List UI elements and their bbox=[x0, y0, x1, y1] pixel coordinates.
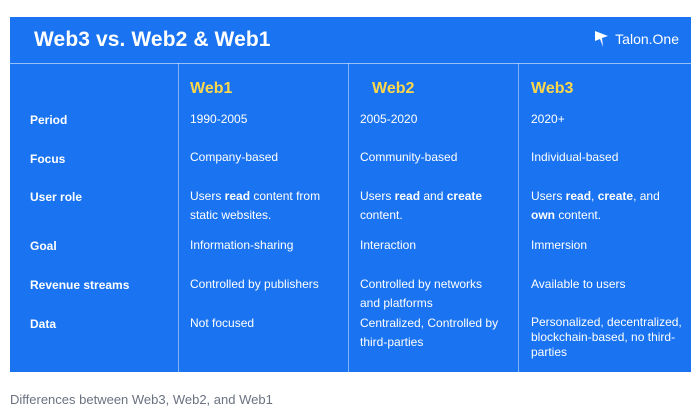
cell-goal-web2: Interaction bbox=[360, 238, 417, 252]
cell-revenue-web2: Controlled by networks and platforms bbox=[360, 277, 483, 310]
column-header-web3: Web3 bbox=[531, 80, 574, 97]
row-label-user-role: User role bbox=[30, 190, 83, 204]
card-header: Web3 vs. Web2 & Web1 Talon.One bbox=[10, 17, 691, 64]
column-divider bbox=[178, 63, 179, 372]
cell-focus-web1: Company-based bbox=[190, 150, 279, 164]
cell-focus-web2: Community-based bbox=[360, 150, 458, 164]
cell-data-web1: Not focused bbox=[190, 316, 255, 330]
cell-period-web2: 2005-2020 bbox=[360, 112, 418, 126]
column-divider bbox=[348, 63, 349, 372]
row-label-revenue-streams: Revenue streams bbox=[30, 278, 130, 292]
cell-revenue-web1: Controlled by publishers bbox=[190, 277, 319, 291]
cell-user-role-web1: Users read content from static websites. bbox=[190, 189, 321, 222]
cell-period-web3: 2020+ bbox=[531, 112, 565, 126]
figure-caption: Differences between Web3, Web2, and Web1 bbox=[10, 392, 273, 407]
cell-user-role-web2: Users read and create content. bbox=[360, 189, 483, 222]
row-label-goal: Goal bbox=[30, 239, 57, 253]
cell-period-web1: 1990-2005 bbox=[190, 112, 248, 126]
cell-focus-web3: Individual-based bbox=[531, 150, 619, 164]
cell-user-role-web3: Users read, create, and own content. bbox=[531, 189, 660, 222]
talon-one-logo-icon bbox=[595, 31, 609, 47]
comparison-card: Web3 vs. Web2 & Web1 Talon.One Web1 Web2… bbox=[10, 17, 691, 372]
row-label-focus: Focus bbox=[30, 152, 66, 166]
cell-data-web2: Centralized, Controlled by third-parties bbox=[360, 316, 499, 349]
cell-data-web3: Personalized, decentralized, blockchain-… bbox=[531, 315, 682, 359]
brand-name: Talon.One bbox=[615, 31, 679, 47]
cell-goal-web1: Information-sharing bbox=[190, 238, 294, 252]
cell-goal-web3: Immersion bbox=[531, 238, 588, 252]
card-title: Web3 vs. Web2 & Web1 bbox=[34, 28, 271, 51]
column-divider bbox=[518, 63, 519, 372]
column-header-web1: Web1 bbox=[190, 80, 233, 97]
brand-logo: Talon.One bbox=[594, 30, 679, 48]
cell-revenue-web3: Available to users bbox=[531, 277, 626, 291]
row-label-data: Data bbox=[30, 317, 57, 331]
row-label-period: Period bbox=[30, 113, 68, 127]
column-header-web2: Web2 bbox=[372, 80, 415, 97]
